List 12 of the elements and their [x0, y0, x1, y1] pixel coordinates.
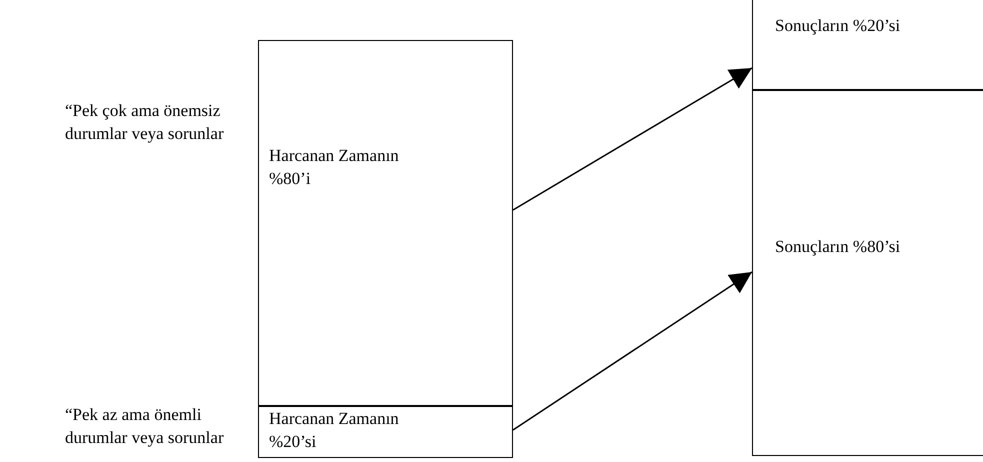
section-box — [258, 40, 513, 407]
section-label: Harcanan Zamanın %20’si — [269, 408, 400, 453]
side-note: “Pek az ama önemli durumlar veya sorunlar — [65, 404, 225, 449]
section-label: Sonuçların %20’si — [775, 15, 902, 37]
arrow — [512, 67, 752, 211]
section-box — [752, 0, 983, 91]
section-box — [752, 89, 983, 456]
side-note: “Pek çok ama önemsiz durumlar veya sorunlar — [65, 100, 225, 145]
section-box — [258, 405, 513, 458]
arrow — [512, 271, 752, 431]
section-label: Harcanan Zamanın %80’i — [269, 145, 400, 190]
section-label: Sonuçların %80’si — [775, 236, 902, 258]
